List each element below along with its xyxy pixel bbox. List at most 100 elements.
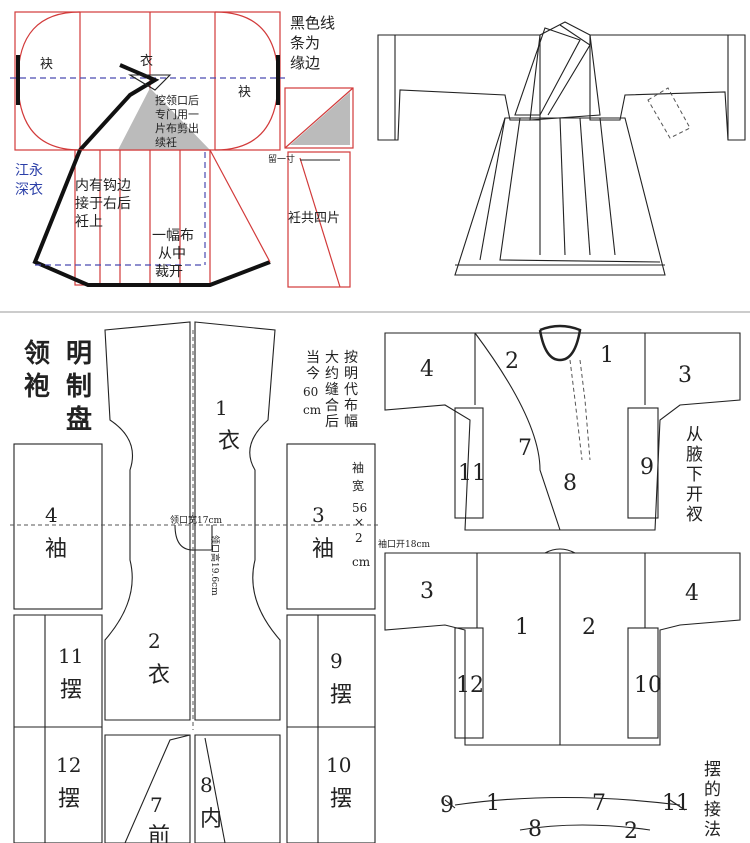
svg-text:制: 制: [66, 372, 92, 402]
svg-text:9: 9: [330, 649, 343, 673]
svg-text:一幅布: 一幅布: [152, 228, 194, 244]
svg-text:从中: 从中: [158, 246, 186, 262]
note-cloth: 按 明 代 布 幅 大 约 缝 合 后 当 今 60 cm: [303, 350, 358, 430]
svg-text:8: 8: [528, 817, 542, 842]
svg-text:9: 9: [640, 455, 654, 480]
svg-text:4: 4: [45, 503, 58, 527]
svg-text:代: 代: [344, 382, 358, 398]
svg-text:裁开: 裁开: [155, 264, 183, 280]
shenyi-pattern: [10, 11, 354, 288]
svg-text:60: 60: [303, 385, 318, 399]
svg-text:衣: 衣: [148, 663, 170, 688]
svg-text:1: 1: [486, 791, 500, 816]
svg-text:摆: 摆: [58, 787, 80, 812]
svg-text:开: 开: [686, 485, 703, 505]
svg-text:×: ×: [354, 515, 364, 529]
title: 明 制 领 袍 盘: [24, 338, 92, 435]
slit-note: 从 腋 下 开 衩: [686, 425, 703, 525]
svg-text:的: 的: [704, 780, 721, 800]
svg-text:专门用一: 专门用一: [155, 107, 199, 121]
svg-text:cm: cm: [352, 555, 371, 569]
sleeve-label-left: 袂: [40, 56, 53, 72]
svg-text:12: 12: [456, 673, 484, 698]
svg-text:2: 2: [505, 349, 519, 374]
svg-text:袖: 袖: [45, 537, 67, 562]
svg-text:盘: 盘: [66, 404, 92, 435]
svg-text:7: 7: [150, 793, 163, 817]
svg-text:接于右后: 接于右后: [75, 195, 131, 212]
svg-text:今: 今: [306, 366, 320, 382]
svg-text:缝: 缝: [325, 382, 339, 398]
note-margin: 留一寸: [268, 153, 295, 165]
join-title: 摆 的 接 法: [704, 760, 721, 840]
svg-text:黑色线: 黑色线: [290, 14, 335, 32]
svg-text:当: 当: [306, 350, 320, 366]
svg-text:2: 2: [355, 531, 363, 545]
sleeve-label-right: 袂: [238, 84, 251, 100]
svg-text:衩: 衩: [686, 505, 703, 525]
robe-front: [384, 324, 741, 531]
svg-text:条为: 条为: [290, 34, 320, 52]
svg-text:4: 4: [420, 357, 434, 382]
svg-text:袖: 袖: [312, 537, 334, 562]
note-panels: 衽共四片: [288, 211, 340, 226]
svg-text:1: 1: [215, 396, 228, 420]
svg-text:12: 12: [56, 753, 81, 777]
shenyi-illustration: [377, 21, 746, 276]
svg-text:2: 2: [624, 819, 638, 843]
svg-text:幅: 幅: [344, 414, 358, 430]
svg-text:10: 10: [326, 753, 351, 777]
svg-text:2: 2: [582, 615, 596, 640]
join-numbers: 9 1 7 11 8 2: [440, 791, 690, 843]
svg-text:56: 56: [352, 501, 367, 515]
svg-text:袖: 袖: [352, 460, 364, 475]
svg-text:8: 8: [563, 471, 577, 496]
cuff-label: 袖口开18cm: [378, 538, 430, 550]
svg-text:从: 从: [686, 425, 703, 445]
svg-text:袍: 袍: [24, 372, 50, 402]
svg-text:深衣: 深衣: [15, 182, 43, 198]
robe-back: [384, 548, 741, 746]
svg-text:8: 8: [200, 773, 213, 797]
svg-text:摆: 摆: [330, 683, 352, 708]
svg-text:法: 法: [704, 820, 721, 840]
front-numbers: 4 2 1 3 7 8 11 9: [420, 343, 692, 496]
svg-text:2: 2: [148, 629, 161, 653]
svg-text:后: 后: [325, 414, 339, 430]
svg-text:续衽: 续衽: [155, 135, 177, 149]
svg-text:明: 明: [344, 366, 358, 382]
svg-text:3: 3: [312, 503, 325, 527]
svg-text:领: 领: [24, 338, 50, 369]
svg-text:1: 1: [600, 343, 614, 368]
svg-text:约: 约: [325, 366, 339, 382]
svg-text:江永: 江永: [15, 163, 43, 179]
neck-width-label: 领口宽17cm: [170, 514, 222, 526]
svg-text:9: 9: [440, 793, 454, 818]
svg-text:摆: 摆: [704, 760, 721, 780]
svg-text:3: 3: [678, 363, 692, 388]
svg-text:内: 内: [200, 807, 222, 832]
back-numbers: 3 1 2 4 12 10: [420, 579, 699, 698]
svg-text:10: 10: [634, 673, 662, 698]
svg-text:3: 3: [420, 579, 434, 604]
svg-text:7: 7: [518, 436, 532, 461]
neck-height-label: 领口高19.6cm: [209, 535, 221, 596]
piece-labels: 1 衣 2 衣 3 袖 4 袖 7 前 8 内 9 摆 10 摆 11 摆 12…: [45, 396, 352, 843]
svg-text:1: 1: [515, 615, 529, 640]
svg-text:11: 11: [458, 461, 486, 486]
svg-text:下: 下: [686, 465, 703, 485]
svg-text:内有钩边: 内有钩边: [75, 178, 131, 194]
svg-text:7: 7: [592, 791, 606, 816]
svg-text:宽: 宽: [352, 478, 364, 493]
svg-text:明: 明: [66, 339, 92, 369]
svg-text:合: 合: [325, 398, 339, 414]
note-border: 黑色线 条为 缘边: [290, 14, 335, 72]
svg-text:按: 按: [344, 350, 358, 366]
svg-text:11: 11: [58, 644, 83, 668]
note-collar: 挖领口后 专门用一 片布剪出 续衽: [155, 93, 199, 149]
body-label: 衣: [140, 53, 153, 69]
svg-text:摆: 摆: [60, 678, 82, 703]
svg-text:cm: cm: [303, 403, 322, 417]
note-width: 一幅布 从中 裁开: [152, 228, 194, 280]
